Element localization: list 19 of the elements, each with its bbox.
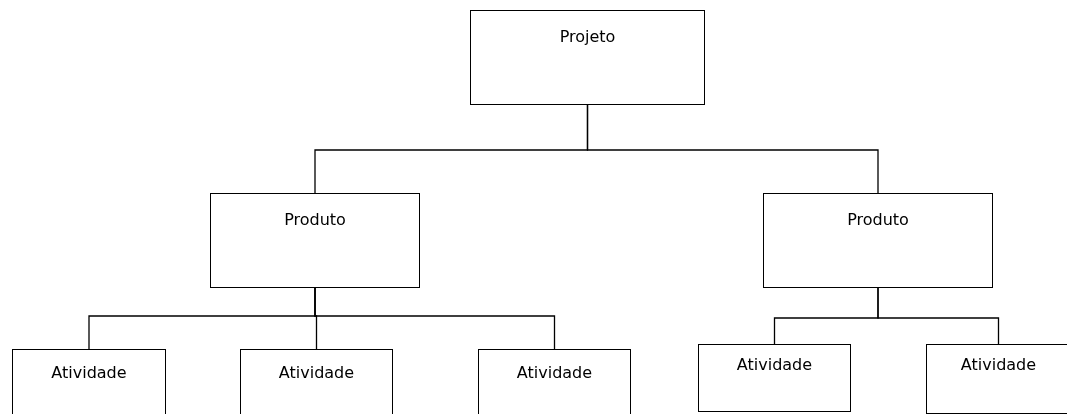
box-label: Atividade [736,355,813,374]
connector-line [586,104,879,194]
box-label: Projeto [559,27,616,46]
org-box [698,344,851,412]
connector-line [877,287,1000,345]
connector-line [314,287,556,350]
org-box [210,193,420,288]
org-box [12,349,166,414]
box-label: Atividade [51,363,127,382]
box-label: Produto [847,210,909,229]
org-box [478,349,631,414]
box-label: Atividade [960,355,1037,374]
box-label: Produto [284,210,346,229]
org-box [470,10,705,105]
org-box [240,349,393,414]
org-box [926,344,1067,414]
box-label: Atividade [278,363,355,382]
org-box [763,193,993,288]
box-label: Atividade [516,363,593,382]
